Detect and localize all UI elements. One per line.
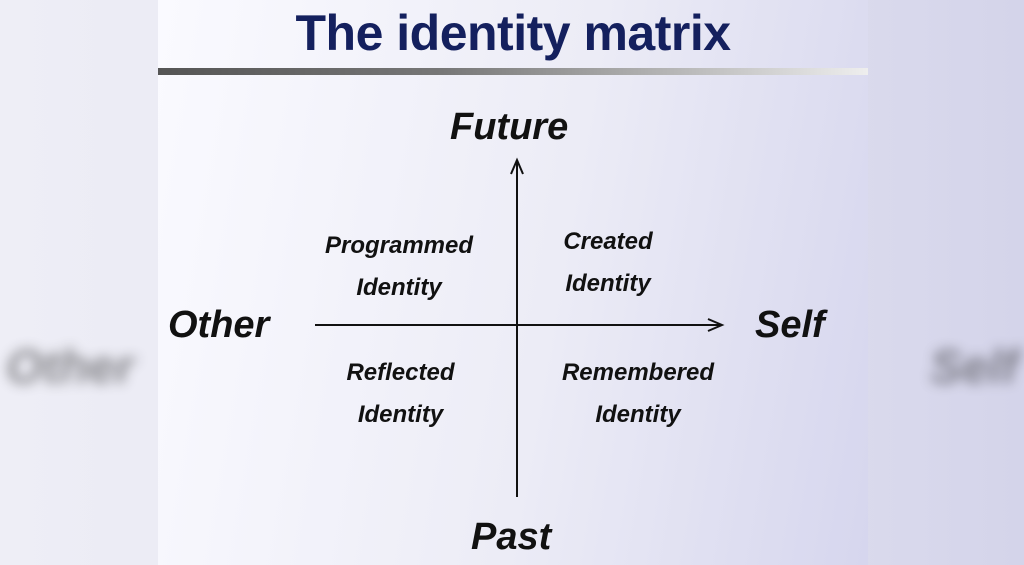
quadrant-line: Remembered [561,359,715,386]
other-label: Other [168,304,270,346]
self-label: Self [755,304,825,346]
quadrant-line: Identity [595,401,681,428]
quadrant-line: Identity [565,270,651,297]
quadrant-line: Identity [357,401,444,428]
quadrant-line: Programmed [324,232,474,259]
quadrant-remembered-identity: Remembered Identity [538,352,738,436]
blurred-other-label: Other [6,341,135,394]
slide-title: The identity matrix [295,5,731,61]
quadrant-line: Identity [356,274,442,301]
past-label: Past [471,516,552,558]
horizontal-axis-arrow [315,318,725,332]
title-divider [158,68,868,75]
slide: The identity matrix Future Past Other Se… [158,0,868,565]
quadrant-programmed-identity: Programmed Identity [304,225,494,309]
quadrant-reflected-identity: Reflected Identity [318,352,483,436]
future-label: Future [450,106,569,148]
vertical-axis-arrow [510,157,524,497]
quadrant-line: Reflected [346,359,455,386]
quadrant-created-identity: Created Identity [528,221,688,305]
quadrant-line: Created [563,228,653,255]
blurred-self-label: Self [930,341,1019,394]
axes-arrows [315,157,725,497]
